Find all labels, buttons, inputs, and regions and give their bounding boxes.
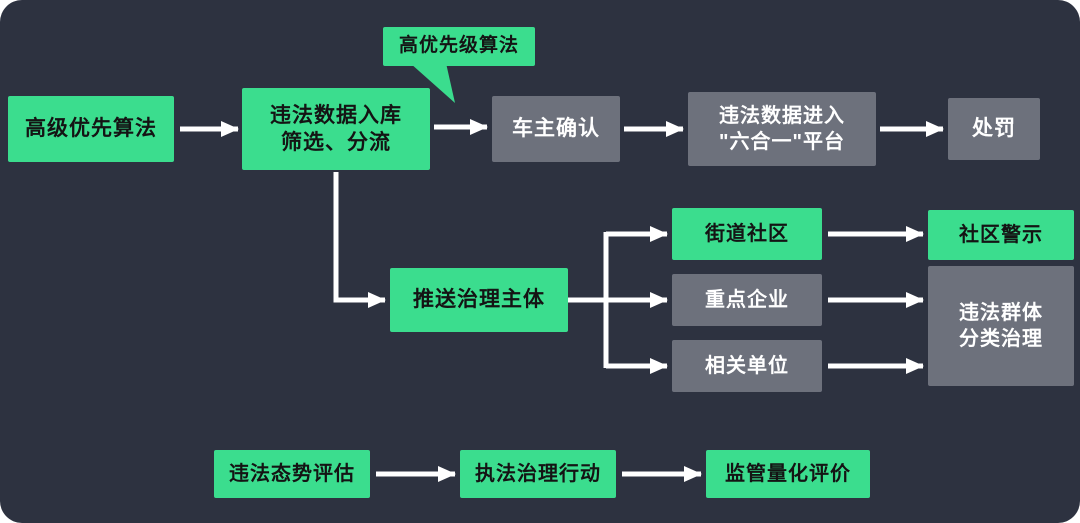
community-warning-node: 社区警示 bbox=[928, 210, 1074, 260]
owner-confirm-node: 车主确认 bbox=[492, 96, 620, 162]
key-enterprise-node: 重点企业 bbox=[672, 274, 822, 326]
enforcement-action-node: 执法治理行动 bbox=[460, 450, 616, 498]
group-governance-node: 违法群体 分类治理 bbox=[928, 266, 1074, 386]
intake-node: 违法数据入库 筛选、分流 bbox=[242, 88, 430, 170]
quantified-evaluation-node: 监管量化评价 bbox=[706, 450, 870, 498]
street-community-node: 街道社区 bbox=[672, 208, 822, 260]
priority-callout: 高优先级算法 bbox=[383, 27, 535, 66]
situation-assessment-node: 违法态势评估 bbox=[214, 450, 370, 498]
platform-node: 违法数据进入 "六合一"平台 bbox=[688, 92, 876, 166]
related-unit-node: 相关单位 bbox=[672, 340, 822, 392]
advanced-priority-node: 高级优先算法 bbox=[8, 96, 174, 162]
punish-node: 处罚 bbox=[948, 98, 1040, 160]
push-subject-node: 推送治理主体 bbox=[390, 268, 568, 332]
